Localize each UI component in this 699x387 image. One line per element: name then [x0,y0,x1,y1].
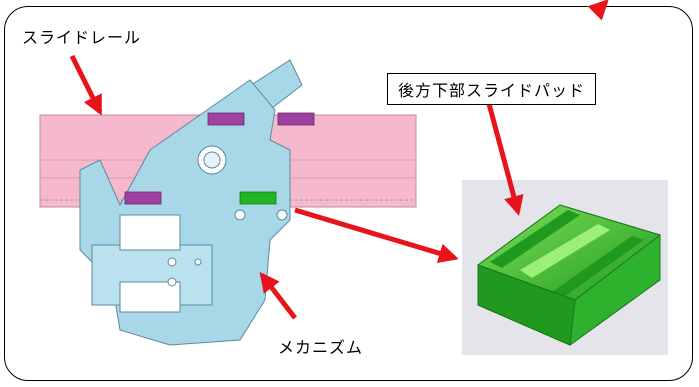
arrow-to-slide-rail [69,54,103,116]
callout-arrows [69,0,609,320]
label-rear-lower-slide-pad: 後方下部スライドパッド [387,73,597,105]
label-slide-rail: スライドレール [22,28,142,47]
rear-lower-pad-on-mechanism [239,191,277,205]
upper-slide-pads [124,112,315,205]
arrow-to-pad-image [485,99,524,216]
label-mechanism: メカニズム [278,338,364,357]
arrow-top-right [587,0,609,21]
arrow-pad-to-image [294,207,459,263]
arrow-to-mechanism [259,271,297,320]
pad-image [462,180,668,355]
mechanism-body [79,59,303,346]
